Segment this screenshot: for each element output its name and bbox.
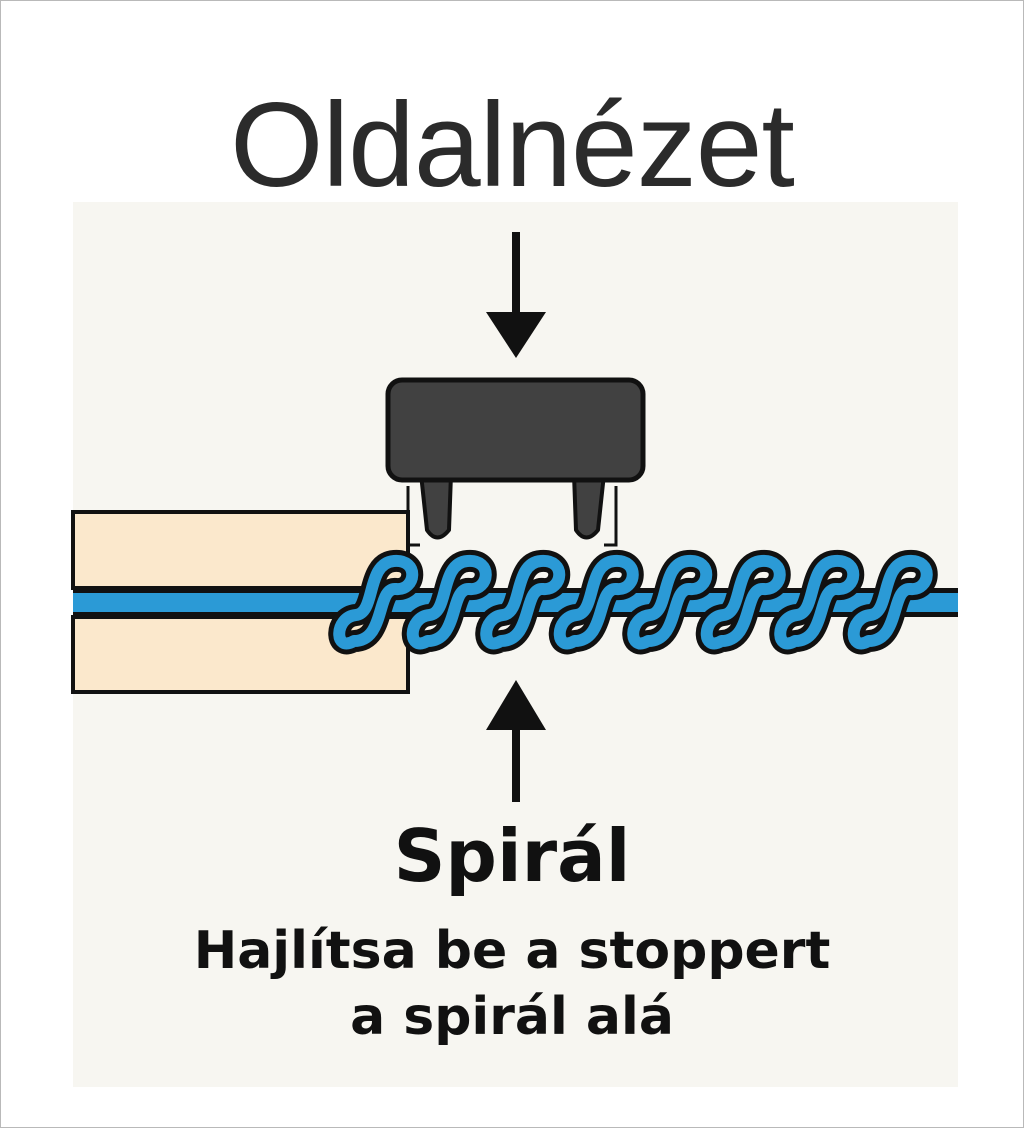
- caption-title: Spirál: [393, 814, 631, 898]
- spiral-coil: [847, 555, 933, 650]
- diagram-title: Oldalnézet: [230, 78, 795, 212]
- caption-instruction-line-2: a spirál alá: [350, 987, 674, 1047]
- spiral-coil: [627, 555, 713, 650]
- cover-sheets: [71, 510, 410, 694]
- cover-bottom-sheet: [71, 615, 410, 694]
- arrow-up-icon: [486, 680, 546, 802]
- stopper-body: [385, 377, 646, 483]
- stopper: [385, 377, 646, 547]
- cover-top-sheet: [71, 510, 410, 590]
- spiral-coil: [333, 555, 419, 650]
- spiral-coils: [328, 550, 938, 655]
- stopper-left-leg: [419, 472, 453, 540]
- spiral-coil: [774, 555, 860, 650]
- caption-instruction-line-1: Hajlítsa be a stoppert: [193, 921, 831, 981]
- stopper-right-leg: [572, 472, 606, 540]
- spiral-coil: [480, 555, 566, 650]
- spiral-coil: [553, 555, 639, 650]
- spiral-coil: [700, 555, 786, 650]
- arrow-down-icon: [486, 232, 546, 358]
- spiral-coil: [406, 555, 492, 650]
- caption-instruction: Hajlítsa be a stoppert a spirál alá: [0, 918, 1024, 1050]
